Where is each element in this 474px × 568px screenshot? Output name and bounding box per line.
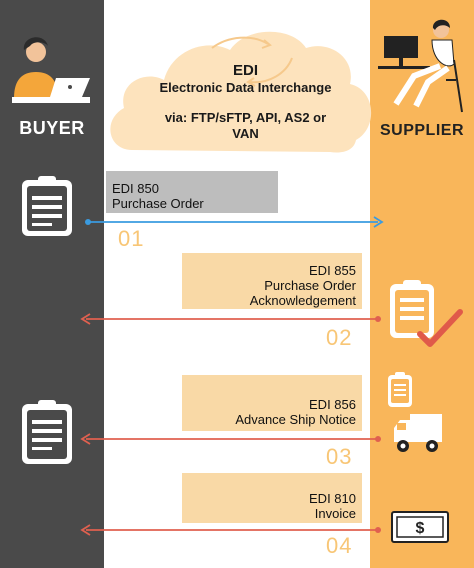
edi-subtitle: Electronic Data Interchange <box>159 80 332 95</box>
clipboard-icon <box>22 176 72 236</box>
supplier-label: SUPPLIER <box>379 122 464 139</box>
clipboard-icon <box>388 372 412 407</box>
step-04-code: EDI 810 <box>309 491 356 506</box>
step-04-name: Invoice <box>314 506 356 521</box>
edi-transport-line1: via: FTP/sFTP, API, AS2 or <box>164 110 327 125</box>
edi-title: EDI <box>232 62 258 79</box>
person-desk-icon <box>378 19 463 113</box>
step-03-code: EDI 856 <box>309 397 356 412</box>
person-laptop-icon <box>12 37 90 103</box>
step-02-name-line1: Purchase Order <box>264 278 356 293</box>
step-01-number: 01 <box>118 226 145 251</box>
dollar-bill-icon: $ <box>391 511 449 543</box>
step-02-box: EDI 855 Purchase Order Acknowledgement <box>182 253 362 309</box>
arrow-step-02 <box>80 313 381 325</box>
step-01-code: EDI 850 <box>112 181 159 196</box>
buyer-label: BUYER <box>19 118 85 138</box>
edi-transport: via: FTP/sFTP, API, AS2 or VAN <box>118 110 373 142</box>
arrow-step-04 <box>80 524 381 536</box>
step-03-box: EDI 856 Advance Ship Notice <box>182 375 362 431</box>
step-02-name-line2: Acknowledgement <box>249 293 356 308</box>
clipboard-icon <box>22 400 72 464</box>
delivery-truck-icon <box>394 414 442 452</box>
svg-text:$: $ <box>416 520 425 537</box>
step-01-box: EDI 850 Purchase Order <box>106 171 278 213</box>
step-02-number: 02 <box>326 325 353 350</box>
step-03-number: 03 <box>326 444 353 469</box>
cloud-icon <box>110 31 372 153</box>
arrow-step-03 <box>80 433 381 445</box>
step-02-code: EDI 855 <box>309 263 356 278</box>
step-04-box: EDI 810 Invoice <box>182 473 362 523</box>
edi-transport-line2: VAN <box>232 126 259 141</box>
arrow-step-01 <box>85 216 384 228</box>
step-03-name: Advance Ship Notice <box>235 412 356 427</box>
step-04-number: 04 <box>326 533 353 558</box>
clipboard-check-icon <box>390 280 463 347</box>
step-01-name: Purchase Order <box>112 196 204 211</box>
